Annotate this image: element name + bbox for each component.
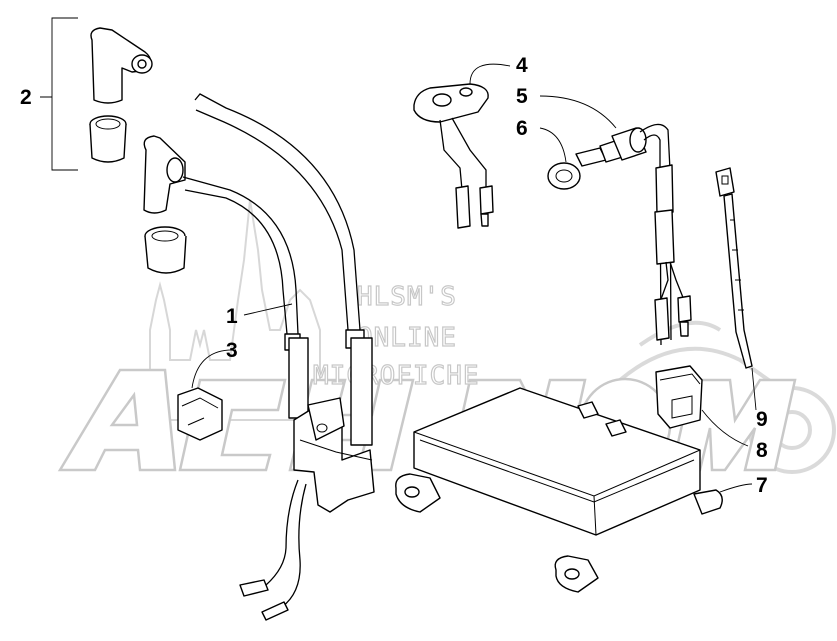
callout-5: 5 [516,85,528,108]
part-6-washer [539,127,581,190]
part-1-ignition-coil [182,93,375,621]
callout-3: 3 [226,339,238,362]
part-8-connector [655,365,749,447]
callout-1: 1 [226,305,238,328]
leader-9 [751,367,757,411]
part-spark-plug-cap-lower [143,135,187,274]
watermark-line-2: ONLINE [357,323,457,353]
callout-6: 6 [516,117,528,140]
leader-6 [539,127,567,163]
callout-4: 4 [516,54,528,77]
watermark-skyline [149,199,321,421]
leader-7 [719,483,753,493]
part-7-cdi-module [395,387,753,593]
leader-3 [191,349,237,389]
callout-2: 2 [20,86,32,109]
callout-9: 9 [756,408,768,431]
bracket-2 [40,17,78,171]
watermark-line-1: HLSM'S [357,282,457,312]
part-5-sensor [539,95,692,346]
part-2-spark-plug-cap-kit [40,17,153,171]
callout-7: 7 [756,474,768,497]
callouts: 2 4 5 6 1 3 9 8 7 [20,54,768,497]
leader-5 [539,95,617,129]
leader-8 [701,409,749,447]
leader-1 [243,303,293,316]
part-4-temp-sender [413,63,511,229]
part-3-wire-clip [177,349,237,441]
leader-4 [469,63,511,85]
callout-8: 8 [756,439,768,462]
watermark-line-3: MICROFICHE [313,361,480,391]
part-9-cable-tie [715,167,757,411]
